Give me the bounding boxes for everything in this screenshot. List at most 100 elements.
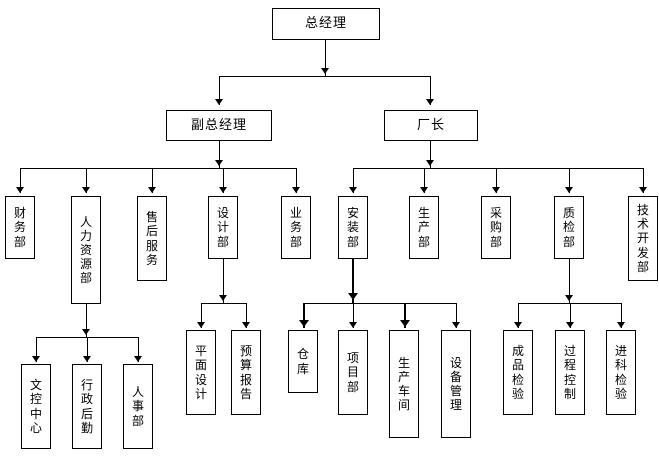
node-process-control[interactable]: 过程控制 <box>555 330 585 415</box>
node-budget-report[interactable]: 预算报告 <box>231 330 261 415</box>
node-deputy-gm[interactable]: 副总经理 <box>166 110 272 141</box>
connector-drop-incoming-inspection <box>621 303 622 328</box>
connector-drop-finance <box>20 168 21 193</box>
connector-drop-technical <box>643 168 644 193</box>
arrow-drop-budget-report <box>242 322 250 328</box>
connector-drop-procurement <box>496 168 497 193</box>
connector-drop-business <box>296 168 297 193</box>
connector-drop-production <box>424 168 425 193</box>
arrow-drop-design <box>219 187 227 193</box>
node-label: 采购部 <box>489 206 502 249</box>
node-label: 生产车间 <box>397 355 410 413</box>
connector-deputy-stem <box>219 141 220 168</box>
arrow-drop-graphic-design <box>197 322 205 328</box>
node-incoming-inspection[interactable]: 进科检验 <box>606 330 636 415</box>
connector-drop-administration <box>87 337 88 362</box>
node-business-dept[interactable]: 业务部 <box>281 196 311 259</box>
node-label: 生产部 <box>417 206 430 249</box>
node-label: 成品检验 <box>511 344 524 401</box>
connector-drop-factory <box>430 76 431 105</box>
arrow-drop-document-control <box>32 356 40 362</box>
node-finished-product-inspection[interactable]: 成品检验 <box>503 330 533 415</box>
connector-drop-deputy <box>219 76 220 105</box>
arrow-drop-production-workshop <box>400 320 410 327</box>
node-label: 进科检验 <box>614 344 627 401</box>
connector-drop-budget-report <box>246 303 247 328</box>
node-production-dept[interactable]: 生产部 <box>409 196 439 259</box>
arrow-drop-process-control <box>566 322 574 328</box>
arrow-quality-stem <box>565 295 573 301</box>
connector-bus-installation-children <box>303 303 457 304</box>
node-warehouse[interactable]: 仓库 <box>288 330 318 393</box>
node-label: 售后服务 <box>145 210 158 267</box>
connector-drop-document-control <box>36 337 37 362</box>
node-administration-logistics[interactable]: 行政后勤 <box>72 364 102 449</box>
arrow-drop-procurement <box>492 187 500 193</box>
node-project-dept[interactable]: 项目部 <box>338 330 368 415</box>
arrow-design-stem <box>219 295 227 301</box>
node-equipment-management[interactable]: 设备管理 <box>441 330 471 438</box>
connector-drop-design <box>223 168 224 193</box>
connector-hr-stem <box>86 304 87 337</box>
node-label: 人力资源部 <box>79 214 92 286</box>
node-procurement-dept[interactable]: 采购部 <box>481 196 511 259</box>
connector-bus-level3-right <box>353 168 643 169</box>
arrow-drop-after-sales <box>148 187 156 193</box>
node-graphic-design[interactable]: 平面设计 <box>186 330 216 415</box>
node-label: 厂长 <box>416 117 445 133</box>
arrow-drop-project-dept <box>349 322 357 328</box>
node-label: 文控中心 <box>29 378 42 435</box>
arrow-drop-business <box>292 187 300 193</box>
connector-gm-stem <box>325 40 326 76</box>
node-label: 副总经理 <box>190 117 247 133</box>
connector-drop-process-control <box>570 303 571 328</box>
arrow-drop-finance <box>16 187 24 193</box>
arrow-installation-stem <box>348 293 358 300</box>
arrow-drop-factory <box>426 99 434 105</box>
node-installation-dept[interactable]: 安装部 <box>338 196 368 259</box>
node-general-manager[interactable]: 总经理 <box>272 8 380 40</box>
arrow-gm-stem <box>321 68 329 74</box>
connector-bus-level3-left <box>20 168 296 169</box>
arrow-factory-stem <box>426 160 434 166</box>
arrow-drop-personnel <box>134 356 142 362</box>
connector-installation-stem <box>352 259 354 303</box>
node-label: 设备管理 <box>449 355 462 413</box>
node-quality-inspection-dept[interactable]: 质检部 <box>554 196 584 259</box>
arrow-drop-incoming-inspection <box>617 322 625 328</box>
connector-drop-quality <box>569 168 570 193</box>
node-label: 预算报告 <box>239 344 252 401</box>
arrow-drop-deputy <box>215 99 223 105</box>
node-label: 质检部 <box>562 206 575 249</box>
connector-design-stem <box>223 259 224 303</box>
arrow-drop-finished-product <box>514 322 522 328</box>
arrow-drop-warehouse <box>299 320 309 327</box>
node-production-workshop[interactable]: 生产车间 <box>389 330 419 438</box>
arrow-drop-technical <box>639 187 647 193</box>
connector-factory-stem <box>430 141 431 168</box>
node-label: 财务部 <box>13 206 26 249</box>
node-after-sales-service[interactable]: 售后服务 <box>137 196 167 281</box>
node-label: 行政后勤 <box>80 378 93 435</box>
node-factory-director[interactable]: 厂长 <box>384 110 478 141</box>
arrow-drop-production <box>420 187 428 193</box>
node-hr-dept[interactable]: 人力资源部 <box>71 196 101 304</box>
node-label: 人事部 <box>131 385 144 428</box>
node-label: 仓库 <box>296 347 309 376</box>
node-technical-development-dept[interactable]: 技术开发部 <box>628 196 658 281</box>
arrow-drop-hr <box>82 187 90 193</box>
node-personnel-dept[interactable]: 人事部 <box>123 364 153 449</box>
node-document-control-center[interactable]: 文控中心 <box>21 364 51 449</box>
node-label: 安装部 <box>346 206 359 249</box>
node-label: 设计部 <box>216 206 229 249</box>
connector-bus-design-children <box>201 303 246 304</box>
arrow-drop-installation <box>349 187 357 193</box>
arrow-deputy-stem <box>215 160 223 166</box>
connector-drop-equipment-management <box>456 303 457 328</box>
connector-drop-after-sales <box>152 168 153 193</box>
node-design-dept[interactable]: 设计部 <box>208 196 238 259</box>
connector-bus-level2 <box>219 76 431 77</box>
node-finance-dept[interactable]: 财务部 <box>5 196 35 259</box>
node-label: 业务部 <box>289 206 302 249</box>
